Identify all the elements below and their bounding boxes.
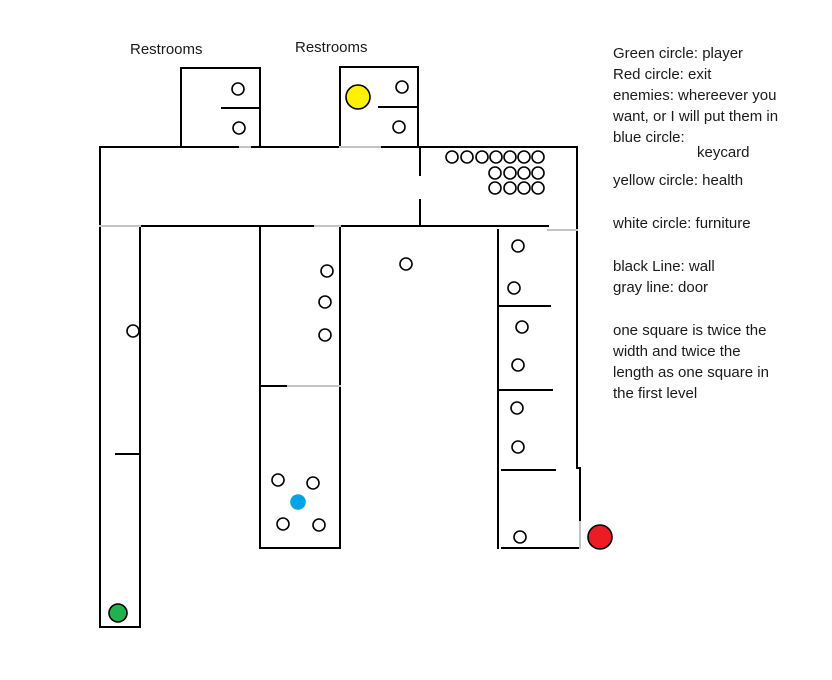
furniture-circle xyxy=(515,320,529,334)
legend-exit: Red circle: exit xyxy=(613,66,712,83)
legend-furniture: white circle: furniture xyxy=(613,215,751,232)
restrooms-label-left: Restrooms xyxy=(130,41,203,58)
exit-marker xyxy=(587,524,613,550)
furniture-circle xyxy=(306,476,320,490)
furniture-circle xyxy=(517,166,531,180)
furniture-circle xyxy=(460,150,474,164)
furniture-circle xyxy=(531,150,545,164)
legend-scale-line2: width and twice the xyxy=(613,343,741,360)
furniture-circle xyxy=(318,328,332,342)
furniture-circle xyxy=(445,150,459,164)
furniture-circle xyxy=(489,150,503,164)
furniture-circle xyxy=(312,518,326,532)
furniture-circle xyxy=(320,264,334,278)
furniture-circle xyxy=(531,181,545,195)
player-marker xyxy=(108,603,128,623)
furniture-circle xyxy=(503,150,517,164)
furniture-circle xyxy=(276,517,290,531)
restrooms-label-right: Restrooms xyxy=(295,39,368,56)
furniture-circle xyxy=(517,150,531,164)
legend-enemies-line1: enemies: whereever you xyxy=(613,87,777,104)
legend-scale-line4: the first level xyxy=(613,385,698,402)
legend-scale-line3: length as one square in xyxy=(613,364,769,381)
furniture-circle xyxy=(475,150,489,164)
keycard-marker xyxy=(290,494,306,510)
furniture-group xyxy=(126,80,545,544)
legend-enemies-line2: want, or I will put them in xyxy=(613,108,779,125)
furniture-circle xyxy=(488,181,502,195)
furniture-circle xyxy=(231,82,245,96)
furniture-circle xyxy=(503,166,517,180)
furniture-circle xyxy=(232,121,246,135)
furniture-circle xyxy=(531,166,545,180)
legend: Green circle: player Red circle: exit en… xyxy=(613,43,828,404)
furniture-circle xyxy=(517,181,531,195)
furniture-circle xyxy=(392,120,406,134)
furniture-circle xyxy=(126,324,140,338)
doors xyxy=(99,146,581,549)
furniture-circle xyxy=(271,473,285,487)
furniture-circle xyxy=(503,181,517,195)
legend-scale-line1: one square is twice the xyxy=(613,322,767,339)
furniture-circle xyxy=(513,530,527,544)
furniture-circle xyxy=(511,358,525,372)
health-marker xyxy=(345,84,371,110)
legend-wall: black Line: wall xyxy=(613,258,715,275)
furniture-circle xyxy=(511,239,525,253)
legend-keycard-line1: blue circle: xyxy=(613,129,685,146)
furniture-circle xyxy=(507,281,521,295)
furniture-circle xyxy=(318,295,332,309)
furniture-circle xyxy=(510,401,524,415)
furniture-circle xyxy=(511,440,525,454)
markers-group xyxy=(108,84,613,623)
legend-keycard-line2: keycard xyxy=(697,144,750,161)
furniture-circle xyxy=(399,257,413,271)
legend-player: Green circle: player xyxy=(613,45,744,62)
legend-health: yellow circle: health xyxy=(613,172,744,189)
furniture-circle xyxy=(488,166,502,180)
legend-door: gray line: door xyxy=(613,279,709,296)
furniture-circle xyxy=(395,80,409,94)
